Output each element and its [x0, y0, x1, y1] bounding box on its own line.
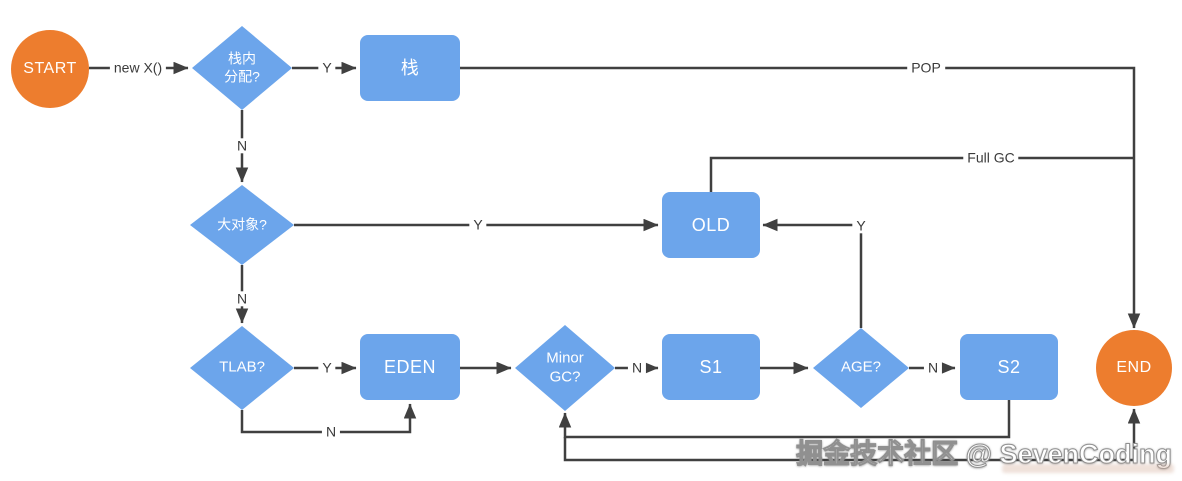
edge-age-yes-to-old: [762, 218, 863, 328]
start-node-shape: [11, 30, 89, 108]
tlab-node-shape: [190, 326, 294, 410]
edge-label-tlab-no: N: [321, 423, 341, 440]
edge-label-pop: POP: [907, 59, 945, 76]
s1-node-shape: [662, 334, 760, 400]
stack-alloc-node-shape: [192, 26, 292, 110]
end-node-shape: [1096, 330, 1172, 406]
s2-node-shape: [960, 334, 1058, 400]
edge-s2-loop-to-minorgc: [558, 400, 1011, 439]
edge-label-age-no: N: [923, 359, 943, 376]
minor-gc-node-shape: [515, 325, 615, 411]
watermark-url-smudge: [1002, 464, 1174, 473]
edge-label-full-gc: Full GC: [963, 149, 1019, 166]
edge-label-minor-gc-no: N: [627, 359, 647, 376]
edge-label-stack-alloc-no: N: [232, 137, 252, 154]
edge-label-stack-alloc-yes: Y: [318, 59, 336, 76]
edge-label-big-object-no: N: [232, 290, 252, 307]
edge-label-tlab-yes: Y: [318, 359, 336, 376]
big-object-node-shape: [190, 185, 294, 265]
edge-stack-pop-to-end: [460, 66, 1141, 329]
age-node-shape: [813, 328, 909, 408]
edge-label-big-object-yes: Y: [469, 216, 487, 233]
edge-minorgc-yes-to-end: [563, 408, 1141, 462]
edge-label-age-yes: Y: [852, 217, 870, 234]
edge-label-new-x: new X(): [109, 59, 167, 76]
watermark-text: 掘金技术社区 @ SevenCoding: [796, 439, 1173, 470]
edge-old-fullgc-to-end: [709, 156, 1134, 192]
eden-node-shape: [360, 334, 460, 400]
stack-node-shape: [360, 35, 460, 101]
old-node-shape: [662, 192, 760, 258]
